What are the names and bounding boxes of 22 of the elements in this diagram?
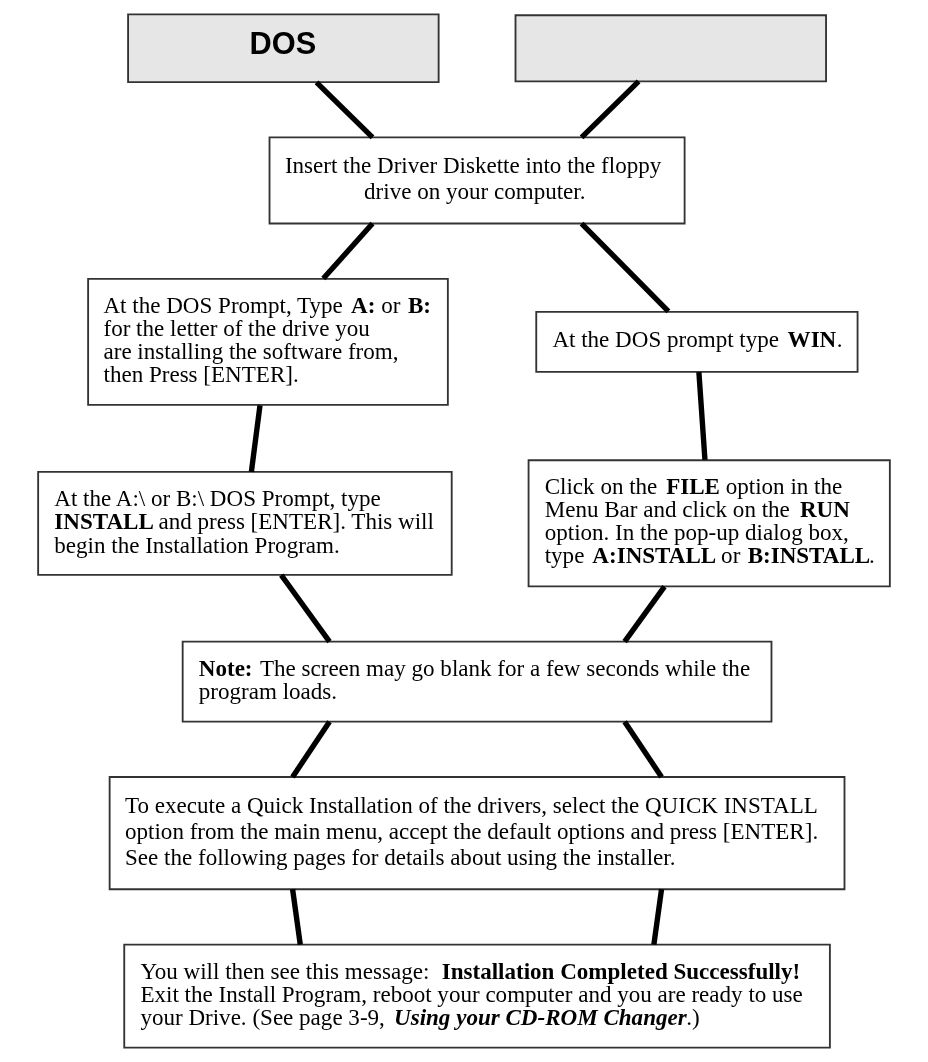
connector	[289, 888, 303, 945]
connector	[622, 720, 664, 779]
connector	[696, 371, 708, 461]
connector	[622, 585, 667, 644]
connector	[321, 221, 375, 281]
connector	[579, 221, 671, 314]
node-box: To execute a Quick Installation of the drivers, select the QUICK INSTALL option from the main menu, accept the default options and press [ENTER]. See the following pages for details about using the installer.	[108, 776, 846, 891]
connector	[279, 573, 332, 644]
connector	[579, 79, 641, 140]
connector	[651, 888, 665, 945]
connector	[290, 720, 332, 779]
node-box: Click on the FILE option in the Menu Bar and click on the RUN option. In the pop-up dialog box, type A:INSTALL or B:INSTALL.	[527, 459, 891, 588]
connector	[314, 80, 375, 140]
node-box: At the DOS prompt type WIN.	[535, 311, 859, 373]
node-box: Note: The screen may go blank for a few seconds while the program loads.	[181, 640, 773, 723]
node-box: At the A:\ or B:\ DOS Prompt, type INSTALL and press [ENTER]. This will begin the Installation Program.	[37, 470, 453, 576]
node-box	[514, 14, 827, 83]
connector	[248, 404, 263, 473]
node-box: At the DOS Prompt, Type A: or B: for the letter of the drive you are installing the software from, then Press [ENTER].	[87, 277, 449, 406]
node-box: DOS	[127, 13, 440, 83]
node-box: Insert the Driver Diskette into the floppy drive on your computer.	[268, 136, 686, 225]
node-box: You will then see this message: Installation Completed Successfully! Exit the Install Program, reboot your computer and you are ready to use your Drive. (See page 3-9, Using your CD-ROM Changer.)	[123, 943, 831, 1049]
